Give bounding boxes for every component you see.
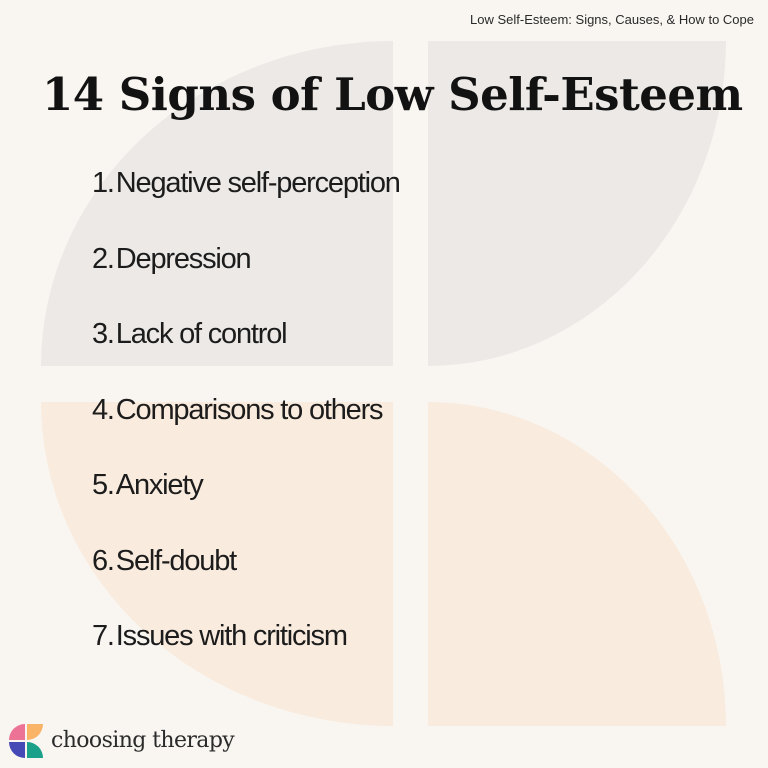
- list-item: 4.Comparisons to others: [92, 390, 400, 466]
- list-item: 7.Issues with criticism: [92, 616, 400, 692]
- item-number: 7.: [92, 620, 115, 652]
- signs-list: 1.Negative self-perception 2.Depression …: [92, 163, 401, 692]
- item-label: Depression: [115, 242, 252, 275]
- page-title: 14 Signs of Low Self-Esteem: [42, 68, 743, 121]
- list-item: 3.Lack of control: [92, 314, 400, 390]
- item-label: Negative self-perception: [115, 167, 401, 199]
- list-item: 2.Depression: [92, 239, 400, 315]
- brand-logo: choosing therapy: [9, 724, 235, 758]
- item-number: 6.: [92, 544, 115, 577]
- item-label: Issues with criticism: [115, 620, 348, 652]
- list-item: 6.Self-doubt: [92, 541, 400, 617]
- item-number: 5.: [92, 469, 115, 501]
- item-label: Comparisons to others: [115, 393, 384, 426]
- item-number: 3.: [92, 318, 115, 350]
- decorative-quadrant-bottom-right: [428, 402, 726, 726]
- item-label: Lack of control: [115, 318, 288, 350]
- item-number: 2.: [92, 242, 115, 275]
- item-label: Self-doubt: [115, 544, 237, 577]
- list-item: 5.Anxiety: [92, 465, 400, 541]
- brand-name: choosing therapy: [51, 728, 235, 753]
- article-caption: Low Self-Esteem: Signs, Causes, & How to…: [470, 12, 754, 27]
- choosing-therapy-logo-icon: [9, 724, 43, 758]
- item-number: 1.: [92, 167, 115, 199]
- list-item: 1.Negative self-perception: [92, 163, 401, 239]
- item-label: Anxiety: [115, 469, 204, 501]
- item-number: 4.: [92, 393, 115, 426]
